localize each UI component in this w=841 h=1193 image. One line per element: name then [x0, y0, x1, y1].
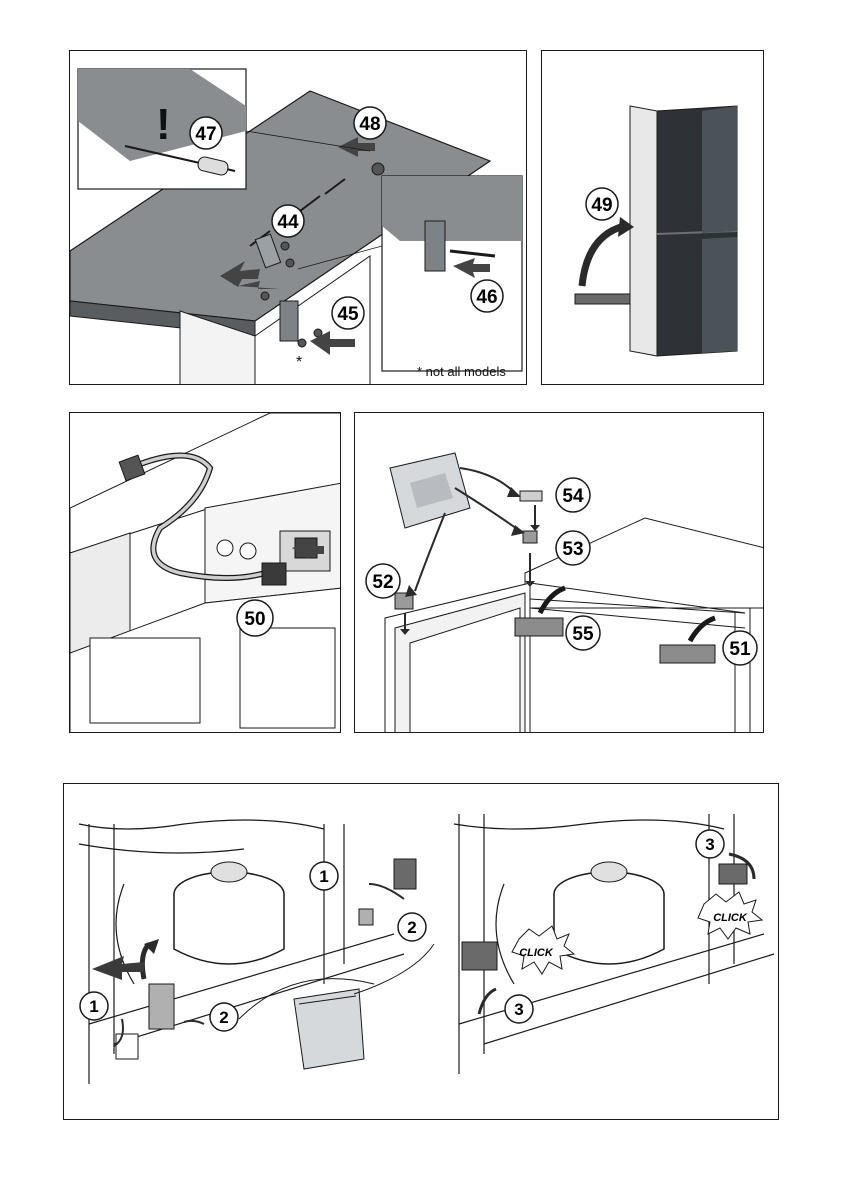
callout-47: 47 [195, 124, 216, 145]
callout-49: 49 [591, 195, 612, 216]
callout-54: 54 [562, 486, 584, 507]
step-3-top: 3 [705, 835, 714, 854]
step-3-bottom: 3 [514, 1000, 523, 1019]
callout-53: 53 [562, 539, 583, 560]
exclamation-mark: ! [156, 100, 171, 149]
step-2-bottom: 2 [219, 1008, 228, 1027]
hinge-illustration: ! 47 48 44 45 46 * [70, 51, 527, 385]
step-1-bottom: 1 [89, 997, 98, 1016]
compressor-illustration: 1 2 1 2 CLICK CLICK 3 3 [64, 784, 779, 1120]
panel-cable-connector: 50 [69, 412, 341, 733]
callout-45: 45 [337, 304, 359, 325]
callout-46: 46 [476, 287, 497, 308]
callout-51: 51 [729, 639, 751, 660]
callout-52: 52 [372, 572, 393, 593]
connector-illustration: 50 [70, 413, 341, 733]
panel-cover-caps: 54 53 52 55 51 [354, 412, 764, 733]
step-2-top: 2 [407, 918, 416, 937]
fridge-illustration: 49 [542, 51, 764, 385]
click-label-left: CLICK [519, 947, 554, 959]
asterisk-mark: * [296, 354, 302, 371]
callout-50: 50 [244, 609, 265, 630]
cover-caps-illustration: 54 53 52 55 51 [355, 413, 764, 733]
callout-44: 44 [277, 212, 299, 233]
callout-48: 48 [359, 114, 380, 135]
panel-hinge-assembly: ! 47 48 44 45 46 * * not all models [69, 50, 527, 385]
panel-compressor-parts: 1 2 1 2 CLICK CLICK 3 3 [63, 783, 779, 1120]
callout-55: 55 [572, 624, 594, 645]
click-label-right: CLICK [713, 912, 748, 924]
panel-fridge-door: 49 [541, 50, 764, 385]
models-note: * not all models [417, 364, 506, 379]
step-1-top: 1 [319, 867, 328, 886]
